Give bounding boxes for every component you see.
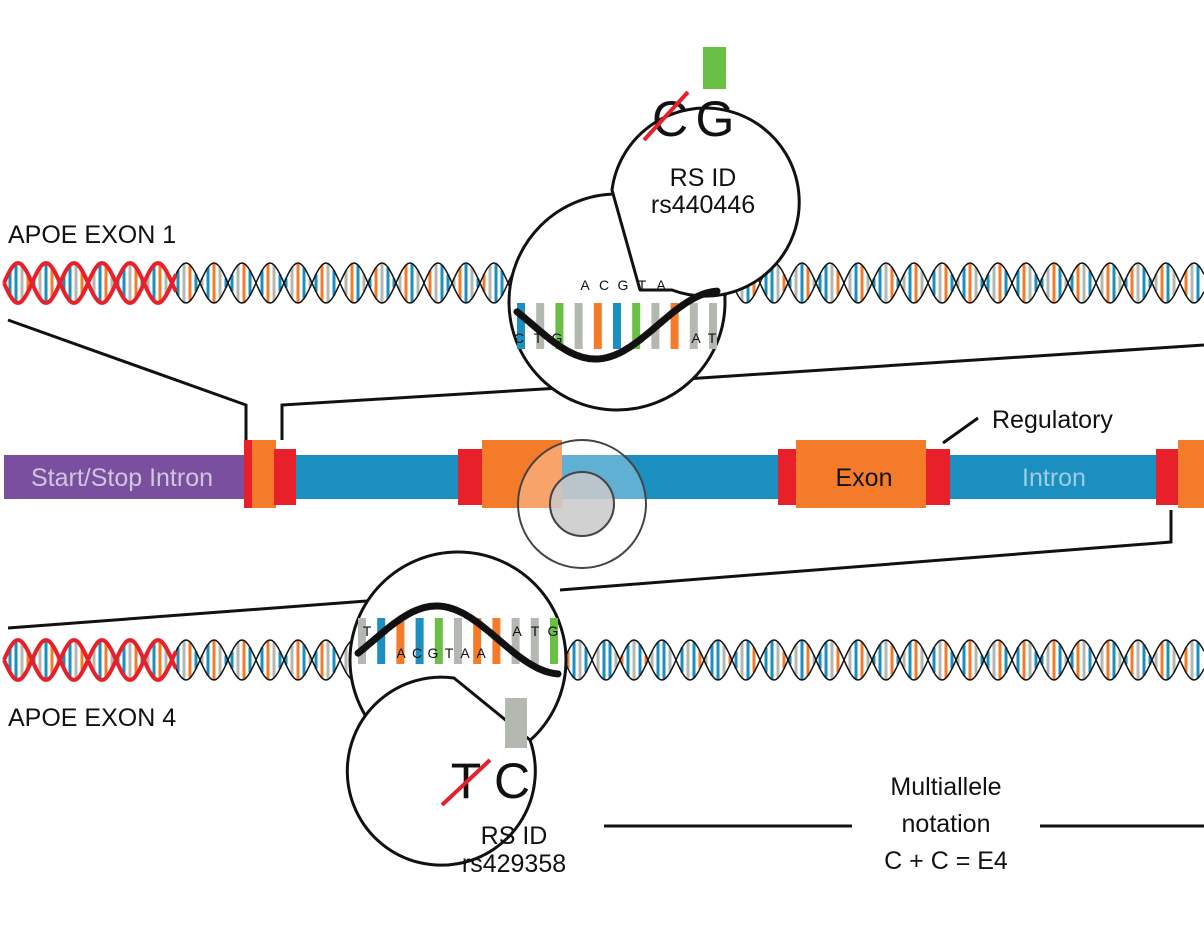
intron-segment-1	[290, 455, 460, 499]
gene-bar: Start/Stop Intron Exon Intron	[4, 440, 1204, 508]
zoom-rung	[613, 303, 621, 349]
new-base: C	[494, 753, 530, 809]
connector-lines	[7, 318, 1204, 828]
zoom-rung	[550, 618, 558, 664]
mutation-bar	[703, 47, 726, 89]
base-letter: A	[580, 277, 590, 293]
base-letter: T	[445, 645, 454, 661]
base-letter: A	[512, 623, 522, 639]
base-letter: C	[412, 645, 422, 661]
zoom-rung	[377, 618, 386, 664]
strike-mark	[440, 758, 492, 807]
base-letter: A	[656, 277, 666, 293]
notation-line1: Multiallele	[890, 773, 1001, 801]
highlighted-strand	[2, 637, 178, 683]
base-letter: T	[708, 330, 717, 346]
exon1-block	[250, 440, 276, 508]
base-letter: T	[534, 330, 543, 346]
zoom-rung	[689, 303, 698, 349]
exon-label: Exon	[836, 464, 893, 492]
multiallele-notation: Multiallele notation C + C = E4	[884, 773, 1008, 875]
base-letter: G	[618, 277, 629, 293]
base-letter: T	[363, 623, 372, 639]
base-letter: A	[396, 645, 406, 661]
zoom-rung	[536, 303, 545, 349]
apoe-exon1-label: APOE EXON 1	[8, 221, 176, 249]
regulatory-mark	[244, 440, 252, 508]
zoom-rung	[454, 618, 462, 664]
exon4-block	[1178, 440, 1204, 508]
zoom-rung	[358, 618, 366, 664]
base-letter: A	[691, 330, 701, 346]
new-base: G	[696, 91, 735, 147]
regulatory-mark	[274, 449, 296, 505]
connector-exon1-right	[280, 386, 561, 440]
base-letter: C	[599, 277, 609, 293]
rs-id: rs440446	[651, 191, 755, 219]
zoom-rung	[434, 618, 443, 664]
base-letter: G	[428, 645, 439, 661]
exon-block	[482, 440, 562, 508]
zoom-rung	[396, 618, 405, 664]
rs-label: RS ID	[481, 822, 548, 850]
zoom-rung	[415, 618, 424, 664]
connector-exon1-far	[639, 343, 1204, 384]
zoom-rung	[574, 303, 583, 349]
zoom-rung	[511, 618, 520, 664]
helix-strand	[175, 639, 1204, 681]
base-letter: A	[476, 645, 486, 661]
regulatory-pointer	[942, 416, 979, 445]
zoom-rung	[555, 303, 564, 349]
dna-helix-exon4	[2, 637, 1204, 683]
base-letter: C	[514, 330, 524, 346]
zoom-rung	[593, 303, 602, 349]
connector-exon4-left	[7, 598, 381, 630]
zoom-rung	[632, 303, 641, 349]
notation-line3: C + C = E4	[884, 847, 1008, 875]
helix-strand	[175, 639, 1204, 681]
connector-exon4-right	[559, 510, 1173, 592]
base-letter: T	[638, 277, 647, 293]
apoe-exon4-label: APOE EXON 4	[8, 704, 176, 732]
magnifier	[517, 439, 647, 569]
connector-exon1-left	[7, 318, 248, 440]
strike-mark	[642, 90, 690, 142]
start-stop-intron-segment	[4, 455, 246, 499]
zoom-rung	[530, 618, 539, 664]
base-letter: G	[552, 330, 563, 346]
zoom-strand	[354, 602, 562, 678]
regulatory-mark	[458, 449, 484, 505]
zoom-rung	[709, 303, 717, 349]
regulatory-mark	[926, 449, 950, 505]
start-stop-intron-label: Start/Stop Intron	[31, 464, 213, 492]
regulatory-mark	[1156, 449, 1180, 505]
intron-label: Intron	[1022, 464, 1086, 492]
notation-line2: notation	[902, 810, 991, 838]
base-letter: G	[548, 623, 559, 639]
regulatory-label: Regulatory	[992, 406, 1113, 434]
base-letter: T	[531, 623, 540, 639]
zoom-rung	[473, 618, 482, 664]
mutation-bar	[505, 698, 527, 748]
regulatory-mark	[778, 449, 798, 505]
zoom-rung	[517, 303, 525, 349]
base-letter: A	[460, 645, 470, 661]
exon-block-labeled	[796, 440, 926, 508]
highlighted-strand	[2, 260, 178, 306]
zoom-rung	[670, 303, 679, 349]
zoom-strand	[513, 287, 721, 363]
intron-segment-3	[948, 455, 1158, 499]
rs-label: RS ID	[670, 164, 737, 192]
rs-id: rs429358	[462, 850, 566, 878]
